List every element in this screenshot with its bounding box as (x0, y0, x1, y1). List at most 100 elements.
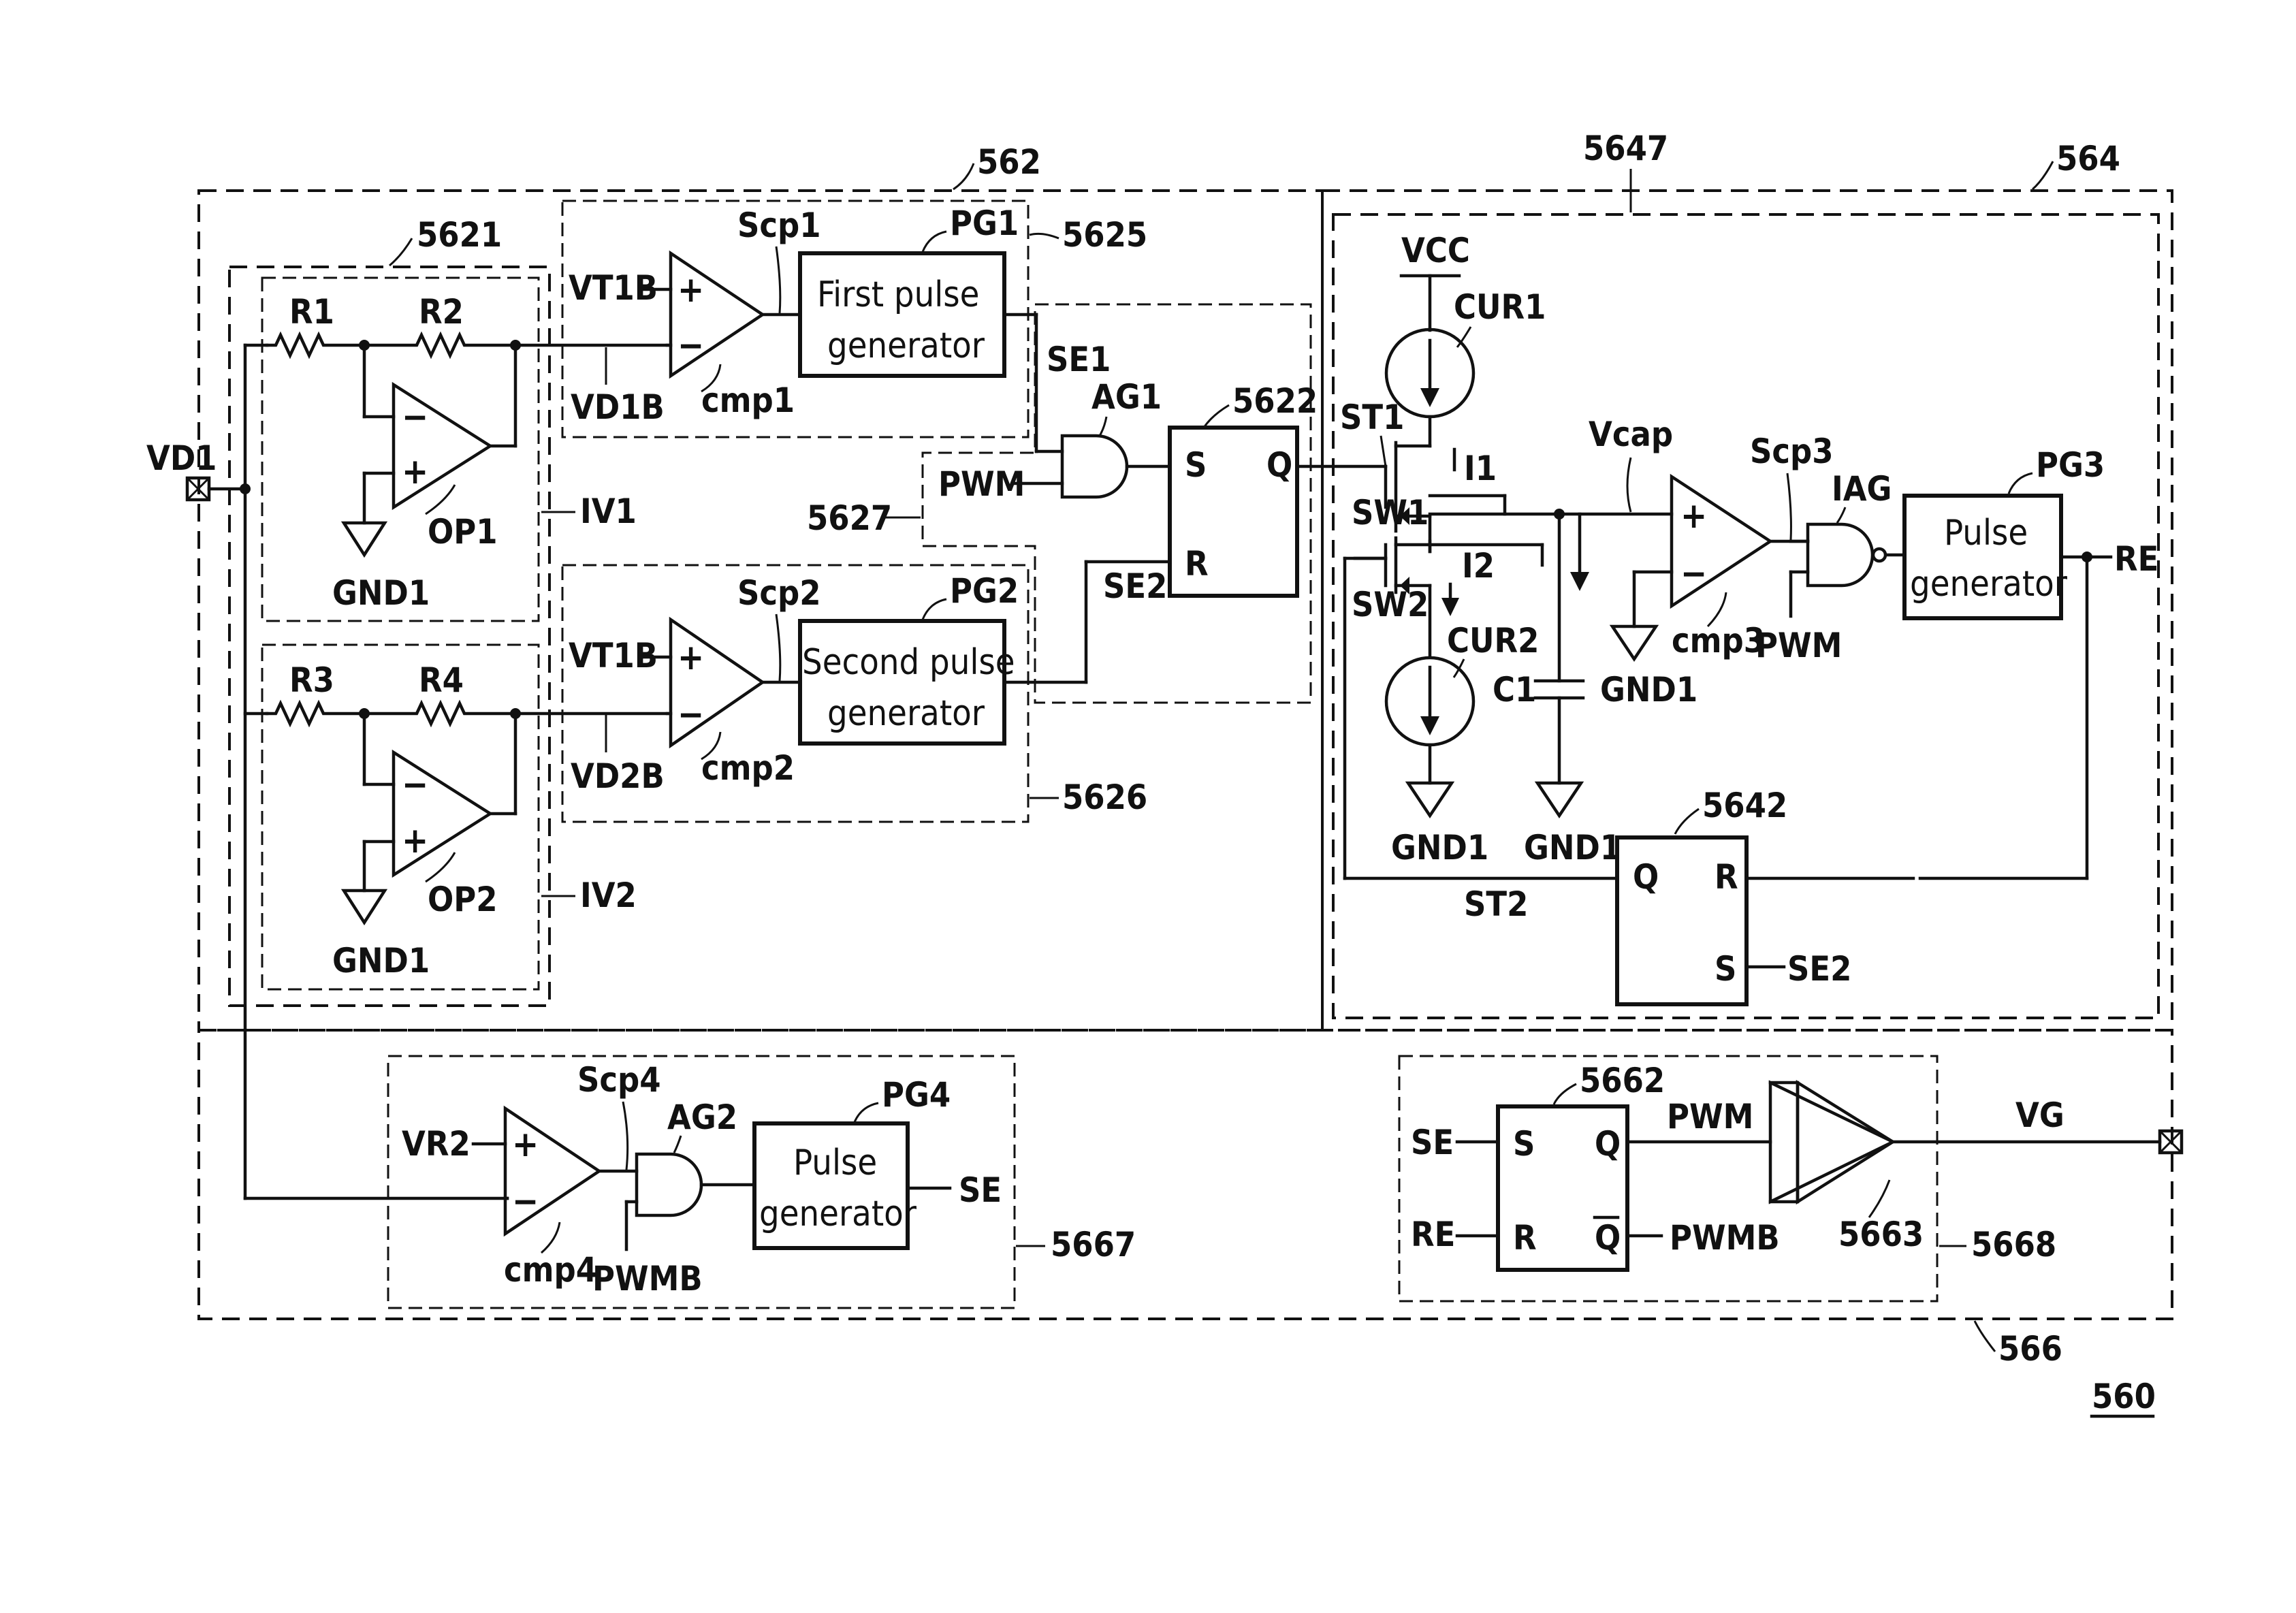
block-566-outline (199, 1030, 2172, 1319)
cur2-label: CUR2 (1447, 621, 1539, 660)
block-5621-outline (229, 267, 549, 1006)
gnd1-label: GND1 (1524, 828, 1621, 867)
ref-5662: 5662 (1580, 1061, 1665, 1100)
vr2-label: VR2 (402, 1124, 471, 1164)
se-label: SE (1411, 1123, 1454, 1162)
st1-label: ST1 (1340, 398, 1404, 437)
svg-text:−: − (512, 1181, 539, 1222)
vd2b-label: VD2B (571, 756, 665, 796)
ramp-circuit: VCC CUR1 ST1 SW1 I1 (1340, 231, 1673, 867)
r4-label: R4 (419, 660, 464, 700)
buffer-driver-5663 (1770, 1083, 1893, 1202)
ref-5626: 5626 (1062, 778, 1147, 817)
ref-5625: 5625 (1062, 215, 1147, 255)
svg-text:+: + (677, 637, 704, 678)
pg3-label: PG3 (2036, 445, 2105, 485)
ref-5663: 5663 (1838, 1215, 1924, 1254)
nand-gate-iag (1808, 524, 1872, 586)
svg-text:+: + (1680, 496, 1707, 537)
input-section: VD1 (146, 345, 507, 1198)
pwmb-label: PWMB (592, 1259, 703, 1298)
ref-560: 560 (2092, 1377, 2156, 1416)
svg-text:S: S (1185, 445, 1207, 485)
sw1-label: SW1 (1352, 493, 1429, 532)
gnd-symbol (1408, 783, 1452, 816)
svg-text:R: R (1513, 1218, 1537, 1258)
svg-text:S: S (1513, 1124, 1535, 1164)
cmp3-label: cmp3 (1672, 621, 1765, 660)
ref-iv1: IV1 (580, 492, 637, 531)
op1-label: OP1 (428, 512, 498, 552)
ag1-label: AG1 (1091, 377, 1162, 417)
ref-5642: 5642 (1702, 786, 1787, 825)
gnd1-label: GND1 (332, 941, 430, 980)
terminal-vd1-label: VD1 (146, 438, 217, 478)
ref-5627: 5627 (807, 498, 892, 538)
svg-text:−: − (1680, 554, 1707, 594)
svg-text:−: − (402, 397, 428, 438)
svg-text:generator: generator (1910, 564, 2068, 605)
ref-5621: 5621 (417, 215, 502, 255)
st2-label: ST2 (1464, 884, 1528, 924)
r2-label: R2 (419, 292, 464, 332)
cmp1-label: cmp1 (701, 381, 795, 420)
scp1-label: Scp1 (737, 206, 821, 245)
vcap-label: Vcap (1589, 415, 1673, 454)
svg-text:R: R (1185, 544, 1209, 584)
iag-label: IAG (1832, 469, 1892, 509)
svg-text:+: + (402, 451, 428, 492)
re-label: RE (2114, 539, 2158, 579)
c1-label: C1 (1493, 670, 1536, 709)
svg-text:+: + (402, 820, 428, 861)
sw2-label: SW2 (1352, 585, 1429, 624)
ref-5622: 5622 (1232, 381, 1318, 421)
scp4-label: Scp4 (577, 1060, 661, 1100)
comparator-cmp1: VT1B + − VD1B cmp1 Scp1 First pulse gene… (569, 204, 1036, 427)
driver-5668: SE RE S Q R Q PWM PWMB VG (1411, 1083, 2182, 1270)
re-label: RE (1411, 1215, 1455, 1254)
and-gate-ag2 (637, 1154, 701, 1215)
gnd-symbol (344, 891, 385, 923)
svg-text:−: − (677, 325, 704, 366)
vd1b-label: VD1B (571, 387, 665, 427)
divider-iv2: − + OP2 GND1 R3 R4 (267, 660, 667, 980)
se1-label: SE1 (1047, 340, 1111, 379)
vg-label: VG (2015, 1096, 2064, 1135)
ref-5667: 5667 (1051, 1225, 1136, 1264)
r3-label: R3 (289, 660, 334, 700)
gnd1-label: GND1 (332, 573, 430, 613)
and-gate-ag1 (1062, 436, 1127, 497)
i2-label: I2 (1462, 546, 1495, 586)
svg-text:Pulse: Pulse (1944, 513, 2028, 554)
pwmb-label: PWMB (1670, 1218, 1780, 1258)
cmp2-label: cmp2 (701, 748, 795, 788)
gnd1-label: GND1 (1391, 828, 1488, 867)
svg-text:generator: generator (827, 693, 985, 734)
svg-text:generator: generator (759, 1194, 917, 1234)
svg-text:Q: Q (1595, 1124, 1621, 1164)
svg-text:S: S (1715, 949, 1736, 989)
gnd1-label: GND1 (1600, 670, 1697, 709)
svg-text:−: − (677, 694, 704, 735)
se-label: SE (959, 1170, 1002, 1210)
ref-564: 564 (2056, 139, 2120, 178)
pg2-label: PG2 (950, 571, 1019, 611)
svg-text:+: + (677, 270, 704, 310)
scp3-label: Scp3 (1750, 432, 1834, 471)
cur1-label: CUR1 (1454, 287, 1546, 327)
svg-text:−: − (402, 765, 428, 805)
i1-label: I1 (1464, 449, 1497, 488)
svg-text:Pulse: Pulse (793, 1143, 877, 1183)
svg-text:Q: Q (1266, 445, 1292, 485)
gnd-symbol (1612, 626, 1656, 659)
block-5668-outline (1399, 1056, 1937, 1301)
op2-label: OP2 (428, 880, 498, 919)
r1-label: R1 (289, 292, 334, 332)
svg-text:R: R (1715, 857, 1738, 897)
cmp4-label: cmp4 (504, 1250, 597, 1290)
scp2-label: Scp2 (737, 573, 821, 613)
pg1-label: PG1 (950, 204, 1019, 243)
gnd-symbol (344, 523, 385, 555)
pwm-label: PWM (1667, 1097, 1753, 1136)
